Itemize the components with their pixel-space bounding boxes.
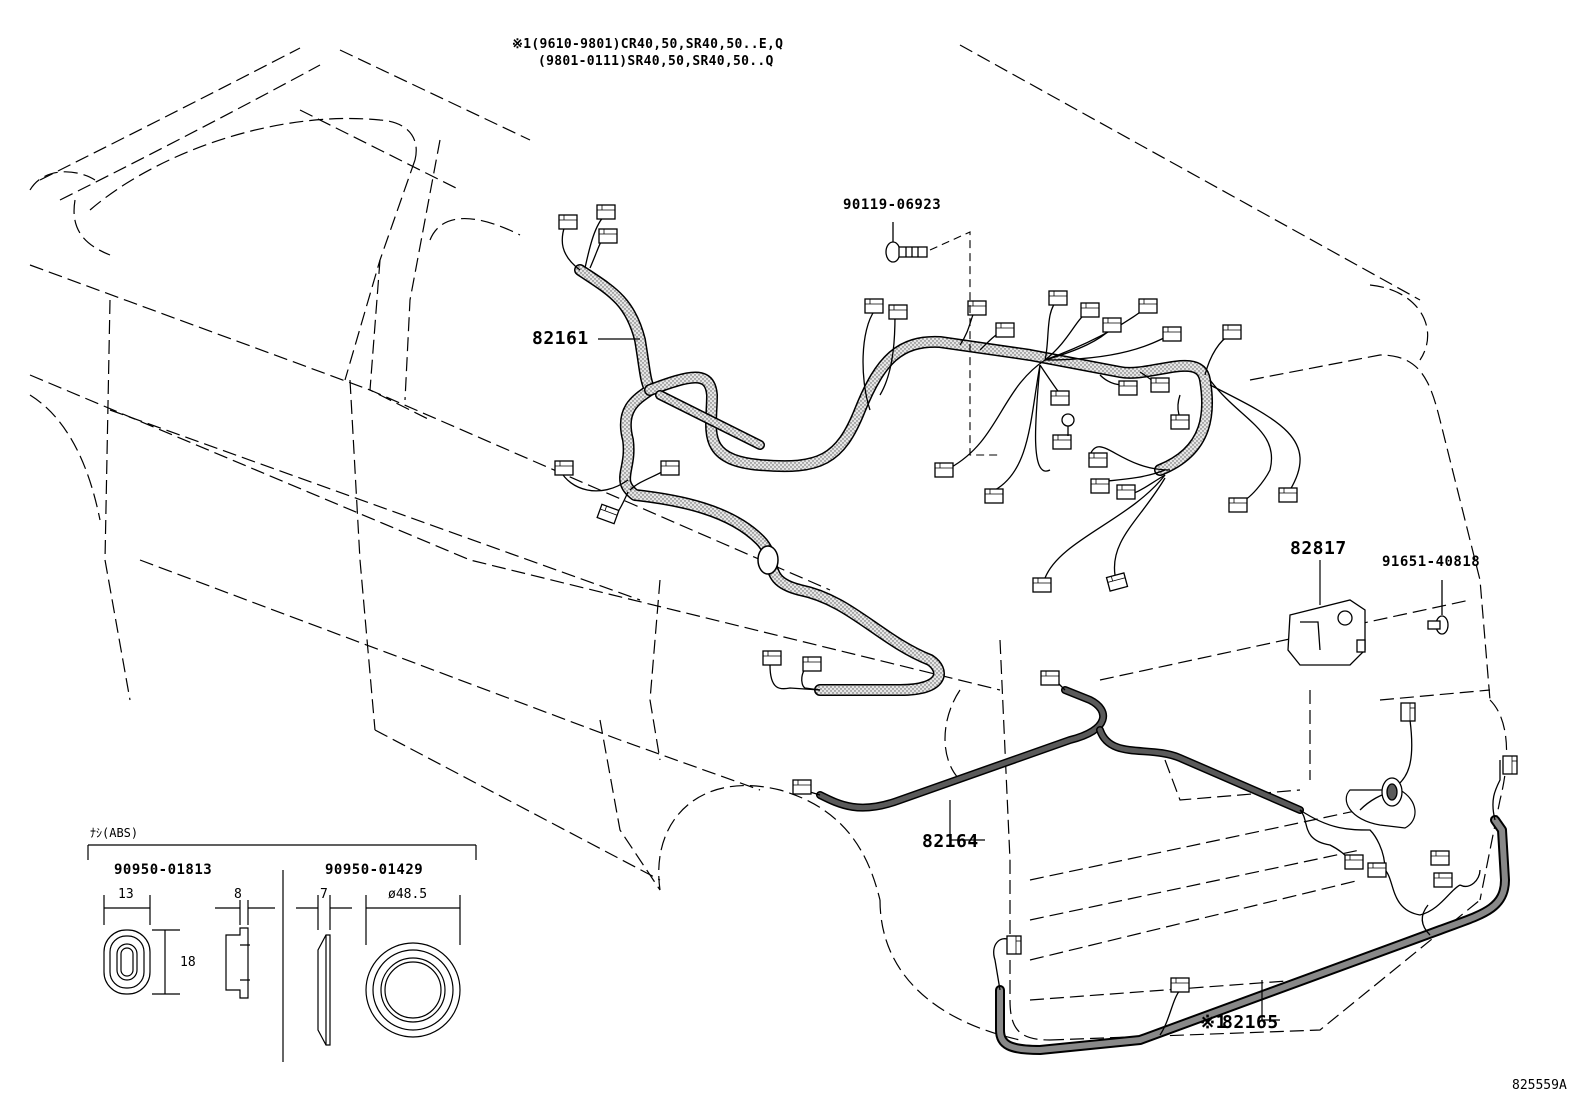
callout-leaders [598, 338, 1280, 1021]
grommet-a-side [225, 927, 250, 999]
grommet-b-part-number: 90950-01429 [325, 862, 424, 878]
part-label-91651-40818: 91651-40818 [1382, 554, 1481, 570]
part-label-82165: 82165 [1222, 1012, 1279, 1033]
grommet-b-side [317, 934, 331, 1046]
inset-heading: ﾅｼ(ABS) [90, 826, 139, 840]
grommet-b-front [365, 942, 461, 1038]
grommet-a-thickness: 8 [234, 887, 242, 902]
part-label-82165-prefix: ※1 [1200, 1012, 1227, 1033]
harness-82161-connectors [554, 204, 1298, 672]
grommet-a-part-number: 90950-01813 [114, 862, 213, 878]
harness-82164-connectors [792, 670, 1453, 888]
header-note-line1: ※1(9610-9801)CR40,50,SR40,50..E,Q [512, 37, 784, 52]
part-label-82161: 82161 [532, 328, 589, 349]
part-label-82164: 82164 [922, 831, 979, 852]
bracket-82817 [1287, 599, 1366, 666]
grommet-a-width: 13 [118, 887, 134, 902]
ground-terminal [1061, 413, 1075, 436]
harness-82165 [995, 815, 1510, 1055]
harness-82165-branches [993, 760, 1501, 1036]
bolt-90119-06923 [885, 222, 928, 263]
harness-82161 [574, 264, 1214, 696]
harness-82164 [816, 686, 1304, 814]
grommet-b-thickness: 7 [320, 887, 328, 902]
floor-grommet [1381, 777, 1403, 807]
part-label-90119-06923: 90119-06923 [843, 197, 942, 213]
grommet-a-front [103, 929, 151, 995]
header-note-line2: (9801-0111)SR40,50,SR40,50..Q [538, 54, 774, 69]
bolt-91651-40818 [1427, 580, 1449, 635]
illustration-id: 825559A [1512, 1078, 1567, 1093]
grommet-b-diameter: ø48.5 [388, 887, 428, 902]
part-label-82817: 82817 [1290, 538, 1347, 559]
inset-grommets [87, 844, 477, 1062]
grommet-a-height: 18 [180, 955, 196, 970]
